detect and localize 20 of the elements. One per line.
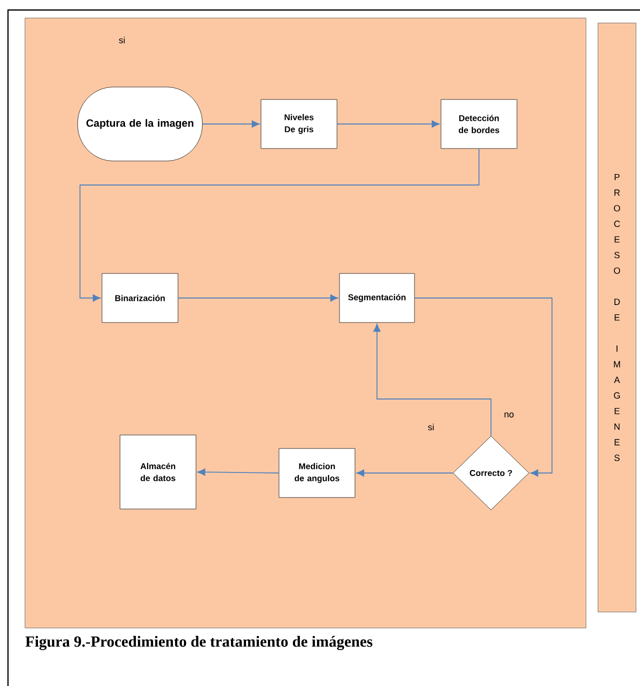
arrow	[373, 324, 492, 436]
process-box: Medicion de angulos	[278, 448, 356, 498]
arrow	[414, 298, 552, 477]
process-box: Niveles De gris	[260, 99, 338, 149]
arrow	[202, 120, 260, 128]
storage-box: Almacén de datos	[120, 434, 196, 510]
edge-label: no	[502, 412, 515, 418]
process-box: Detección de bordes	[440, 99, 518, 149]
process-box: Segmentación	[339, 273, 415, 323]
arrow	[356, 469, 454, 477]
arrow	[197, 468, 280, 476]
side-band: PROCESO DE IMAGENES	[598, 22, 636, 612]
arrow	[178, 294, 338, 302]
arrow	[80, 148, 480, 302]
edge-label: si	[426, 422, 436, 432]
process-box: Binarización	[102, 273, 178, 323]
branch-label: si	[119, 36, 125, 44]
arrow	[336, 120, 440, 128]
figure-caption: Figura 9.-Procedimiento de tratamiento de imágenes	[25, 636, 372, 650]
terminal-box: Captura de la imagen	[77, 86, 203, 162]
